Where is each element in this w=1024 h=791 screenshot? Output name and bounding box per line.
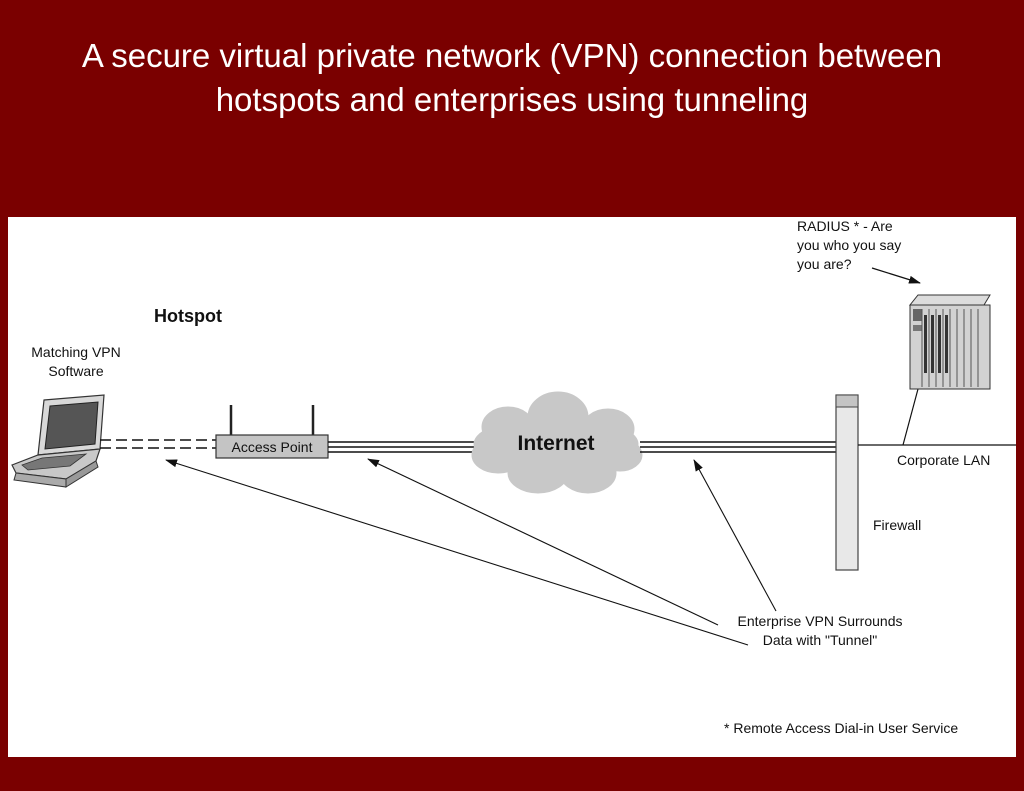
server-rack-icon — [908, 294, 991, 390]
tunnel-line-2: Data with "Tunnel" — [762, 632, 878, 648]
diagram-panel: Hotspot Matching VPN Software Access Poi… — [8, 217, 1016, 757]
slide-title: A secure virtual private network (VPN) c… — [0, 34, 1024, 122]
radius-label: RADIUS * - Are you who you say you are? — [797, 217, 901, 274]
footnote: * Remote Access Dial-in User Service — [724, 720, 959, 736]
internet-uplink — [640, 441, 836, 453]
laptop-icon — [11, 394, 105, 488]
vpn-software-label: Matching VPN Software — [16, 343, 136, 381]
radius-line-3: you are? — [797, 256, 852, 272]
tunnel-label: Enterprise VPN Surrounds Data with "Tunn… — [720, 612, 920, 650]
radius-arrow — [871, 267, 921, 284]
tunnel-line-1: Enterprise VPN Surrounds — [737, 613, 903, 629]
wireless-link — [100, 439, 218, 449]
firewall-label: Firewall — [873, 517, 922, 533]
slide-title-line-1: A secure virtual private network (VPN) c… — [81, 37, 943, 74]
slide-title-line-2: hotspots and enterprises using tunneling — [215, 81, 809, 118]
server-link — [902, 388, 919, 446]
cloud-icon — [471, 391, 643, 494]
hotspot-uplink — [328, 441, 478, 453]
firewall-icon — [835, 394, 859, 571]
vpn-software-line-2: Software — [48, 363, 104, 379]
vpn-software-line-1: Matching VPN — [31, 344, 121, 360]
access-point-label: Access Point — [231, 439, 313, 455]
diagram-canvas — [11, 267, 1016, 646]
hotspot-label: Hotspot — [154, 306, 222, 326]
tunnel-arrows — [165, 458, 777, 646]
radius-line-1: RADIUS * - Are — [797, 218, 893, 234]
corporate-lan-label: Corporate LAN — [897, 452, 991, 468]
internet-label: Internet — [517, 432, 595, 455]
radius-line-2: you who you say — [797, 237, 902, 253]
